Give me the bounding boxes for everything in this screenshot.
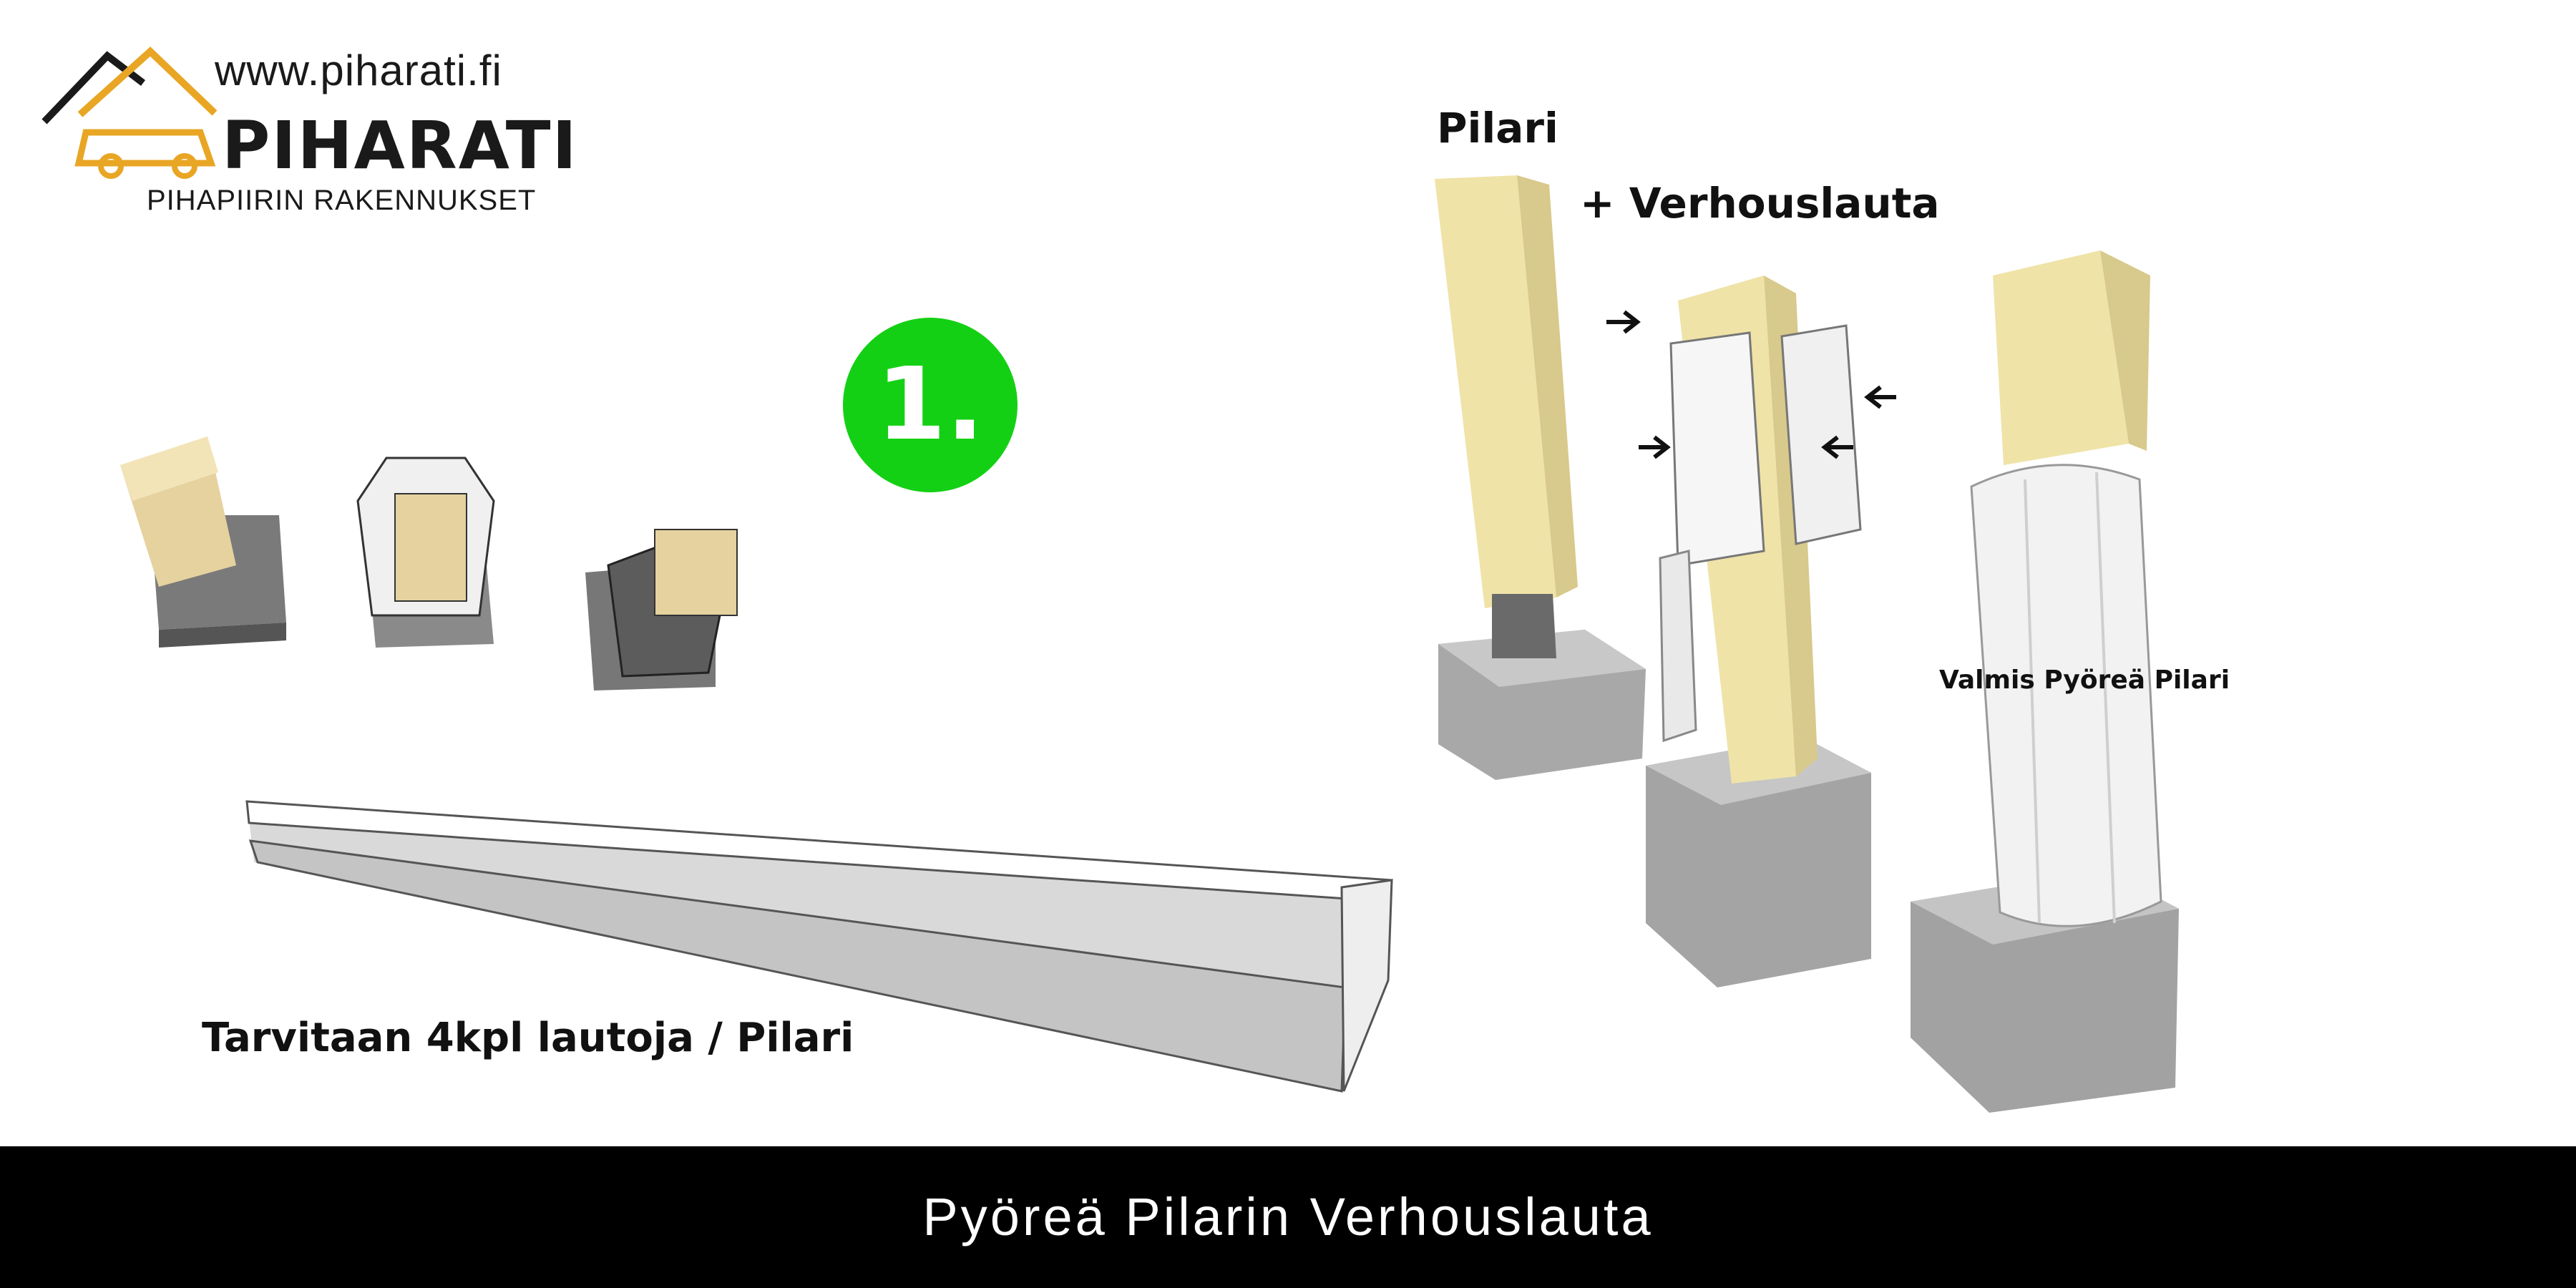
cladding-board-image [245, 800, 1393, 1093]
footing-with-post-small-1 [120, 436, 286, 648]
label-verhouslauta: + Verhouslauta [1580, 179, 1940, 228]
logo-tagline: PIHAPIIRIN RAKENNUKSET [147, 185, 537, 216]
house-car-logo-icon [42, 47, 218, 179]
logo-brand-name: PIHARATI [222, 107, 578, 184]
logo-url: www.piharati.fi [215, 47, 502, 94]
footer-bar [0, 1146, 2576, 1288]
label-boards-needed: Tarvitaan 4kpl lautoja / Pilari [202, 1015, 854, 1061]
wooden-post-2 [1659, 275, 1862, 784]
footing-with-post-small-2 [356, 457, 495, 648]
footer-title: Pyöreä Pilarin Verhouslauta [922, 1187, 1654, 1246]
arrow-icon [1606, 310, 1896, 459]
wooden-post-1 [1435, 175, 1578, 658]
finished-round-pillar [1970, 250, 2162, 927]
label-valmis-pilari: Valmis Pyöreä Pilari [1939, 665, 2230, 695]
footing-with-post-small-3 [585, 529, 738, 691]
concrete-footing-1 [1438, 630, 1646, 780]
label-pilari: Pilari [1437, 104, 1558, 152]
step-number-badge: 1. [843, 318, 1018, 492]
